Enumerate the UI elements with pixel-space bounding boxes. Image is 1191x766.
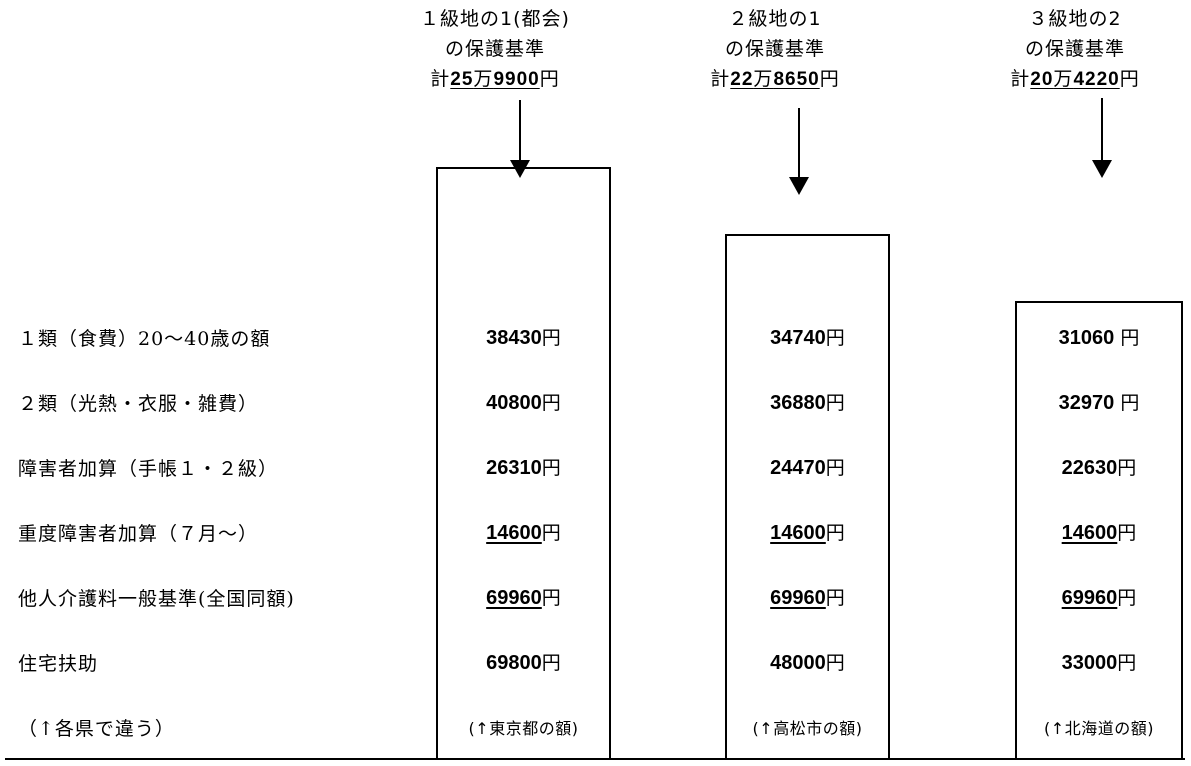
header-col-1-line2: の保護基準: [444, 38, 545, 60]
total-unit: 万: [1053, 68, 1074, 90]
row-label-care: 他人介護料一般基準(全国同額): [18, 588, 295, 610]
row-label-food: １類（食費）20～40歳の額: [18, 328, 271, 350]
value-cell: 14600円: [486, 522, 561, 544]
value-cell: 24470円: [770, 457, 845, 479]
total-man: 22: [730, 69, 754, 90]
total-unit: 万: [473, 68, 494, 90]
total-prefix: 計: [1010, 68, 1031, 90]
total-rest: 8650: [773, 69, 820, 90]
header-col-1-total: 計25万9900円: [370, 64, 620, 95]
total-prefix: 計: [710, 68, 731, 90]
value-cell: 36880円: [770, 392, 845, 414]
total-unit: 万: [753, 68, 774, 90]
value-cell: 38430円: [486, 327, 561, 349]
value-cell: 33000円: [1061, 652, 1137, 674]
value-cell: 69800円: [486, 652, 561, 674]
total-rest: 9900: [493, 69, 540, 90]
arrow-down-icon: [519, 100, 521, 162]
value-cell: 22630円: [1061, 457, 1137, 479]
header-col-1: １級地の1(都会) の保護基準 計25万9900円: [370, 4, 620, 95]
note-takamatsu: (↑高松市の額): [752, 719, 863, 738]
value-cell: 69960円: [486, 587, 561, 609]
value-cell: 69960円: [770, 587, 845, 609]
row-label-severe-disability: 重度障害者加算（７月～）: [18, 523, 259, 545]
value-cell: 48000円: [770, 652, 845, 674]
column-box-3: [1015, 301, 1183, 759]
header-col-2-total: 計22万8650円: [660, 64, 890, 95]
arrow-down-icon: [798, 108, 800, 178]
total-rest: 4220: [1073, 69, 1120, 90]
header-col-2-line1: ２級地の1: [728, 8, 822, 30]
arrow-head-icon: [510, 160, 530, 178]
row-label-footer: （↑各県で違う）: [18, 718, 175, 740]
arrow-head-icon: [789, 177, 809, 195]
value-cell: 32970 円: [1058, 392, 1140, 414]
value-cell: 69960円: [1061, 587, 1137, 609]
column-box-1: [436, 167, 611, 759]
value-cell: 14600円: [770, 522, 845, 544]
header-col-2-line2: の保護基準: [724, 38, 825, 60]
total-prefix: 計: [430, 68, 451, 90]
value-cell: 34740円: [770, 327, 845, 349]
header-col-1-line1: １級地の1(都会): [420, 8, 570, 30]
arrow-down-icon: [1101, 98, 1103, 162]
header-col-2: ２級地の1 の保護基準 計22万8650円: [660, 4, 890, 95]
total-suffix: 円: [539, 68, 560, 90]
note-tokyo: (↑東京都の額): [468, 719, 579, 738]
header-col-3-line2: の保護基準: [1024, 38, 1125, 60]
total-suffix: 円: [1119, 68, 1140, 90]
total-man: 25: [450, 69, 474, 90]
row-label-disability: 障害者加算（手帳１・２級）: [18, 458, 279, 480]
header-col-3-line1: ３級地の2: [1028, 8, 1122, 30]
total-suffix: 円: [819, 68, 840, 90]
baseline-divider: [5, 758, 1185, 760]
arrow-head-icon: [1092, 160, 1112, 178]
row-label-utilities: ２類（光熱・衣服・雑費）: [18, 393, 259, 415]
column-box-2: [725, 234, 890, 759]
value-cell: 14600円: [1061, 522, 1137, 544]
value-cell: 31060 円: [1058, 327, 1140, 349]
total-man: 20: [1030, 69, 1054, 90]
row-label-housing: 住宅扶助: [18, 653, 99, 675]
value-cell: 40800円: [486, 392, 561, 414]
header-col-3-total: 計20万4220円: [960, 64, 1190, 95]
value-cell: 26310円: [486, 457, 561, 479]
note-hokkaido: (↑北海道の額): [1044, 719, 1154, 738]
header-col-3: ３級地の2 の保護基準 計20万4220円: [960, 4, 1190, 95]
